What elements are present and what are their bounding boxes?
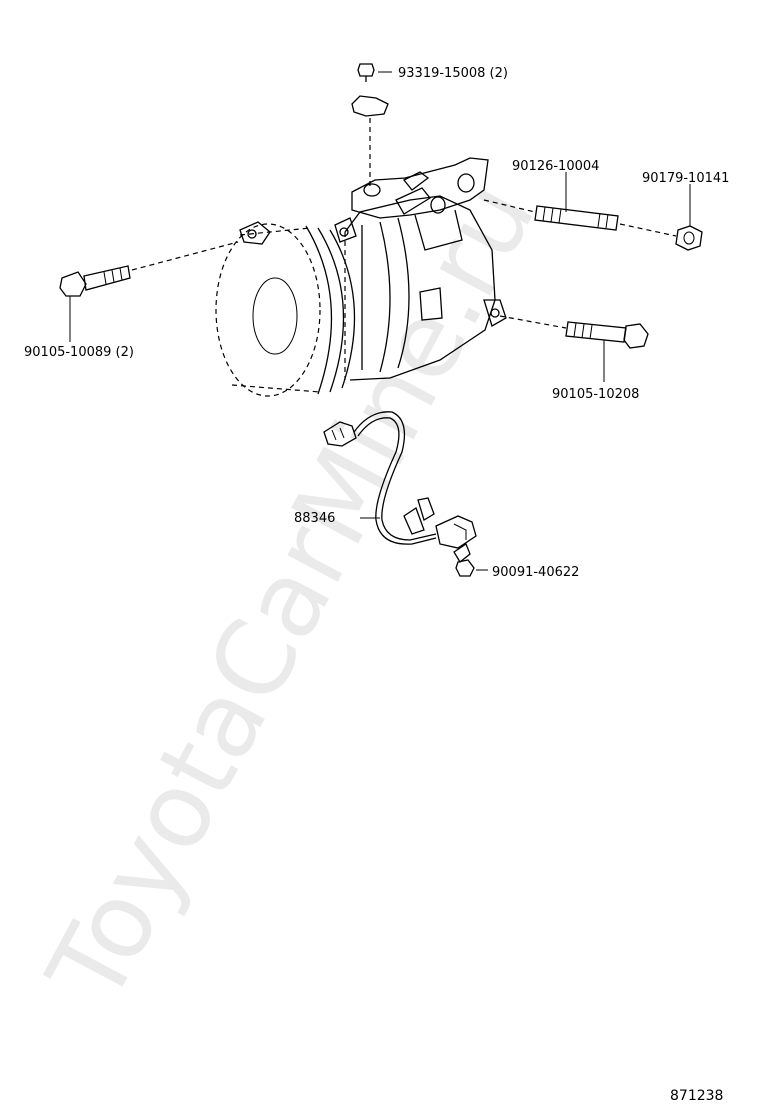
part-label-90126-10004: 90126-10004 <box>512 159 599 174</box>
compressor-illustration <box>215 157 507 397</box>
part-label-90105-10089: 90105-10089 (2) <box>24 345 134 360</box>
wire-harness-icon <box>323 411 477 549</box>
part-label-90091-40622: 90091-40622 <box>492 565 579 580</box>
stud-icon <box>483 172 619 231</box>
part-label-88346: 88346 <box>294 511 335 526</box>
bolt-left-icon <box>59 241 239 342</box>
bolt-small-icon <box>453 543 488 577</box>
screw-top-icon <box>351 63 392 188</box>
nut-icon <box>619 184 703 251</box>
bolt-right-icon <box>499 315 649 382</box>
part-label-90179-10141: 90179-10141 <box>642 171 729 186</box>
part-label-93319-15008: 93319-15008 (2) <box>398 66 508 81</box>
part-label-90105-10208: 90105-10208 <box>552 387 639 402</box>
diagram-ref-number: 871238 <box>670 1088 723 1104</box>
